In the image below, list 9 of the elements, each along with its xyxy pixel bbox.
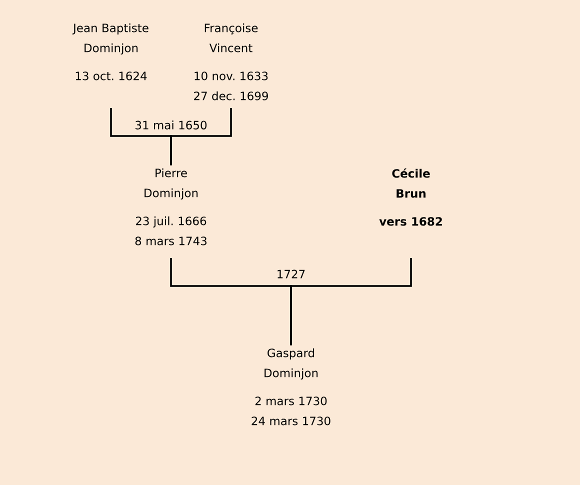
connector-line <box>290 258 412 346</box>
person-label: Gaspard Dominjon 2 mars 1730 24 mars 1730 <box>252 348 330 426</box>
edge-label: 1727 <box>274 268 308 280</box>
connector-line <box>170 108 232 166</box>
person-label: Jean Baptiste Dominjon 13 oct. 1624 <box>72 23 148 80</box>
edge-label: 31 mai 1650 <box>133 119 209 131</box>
person-label: Pierre Dominjon 23 juil. 1666 8 mars 1743 <box>135 168 206 246</box>
person-label: Cécile Brun vers 1682 <box>379 168 442 226</box>
person-label: Françoise Vincent 10 nov. 1633 27 dec. 1699 <box>194 23 268 100</box>
